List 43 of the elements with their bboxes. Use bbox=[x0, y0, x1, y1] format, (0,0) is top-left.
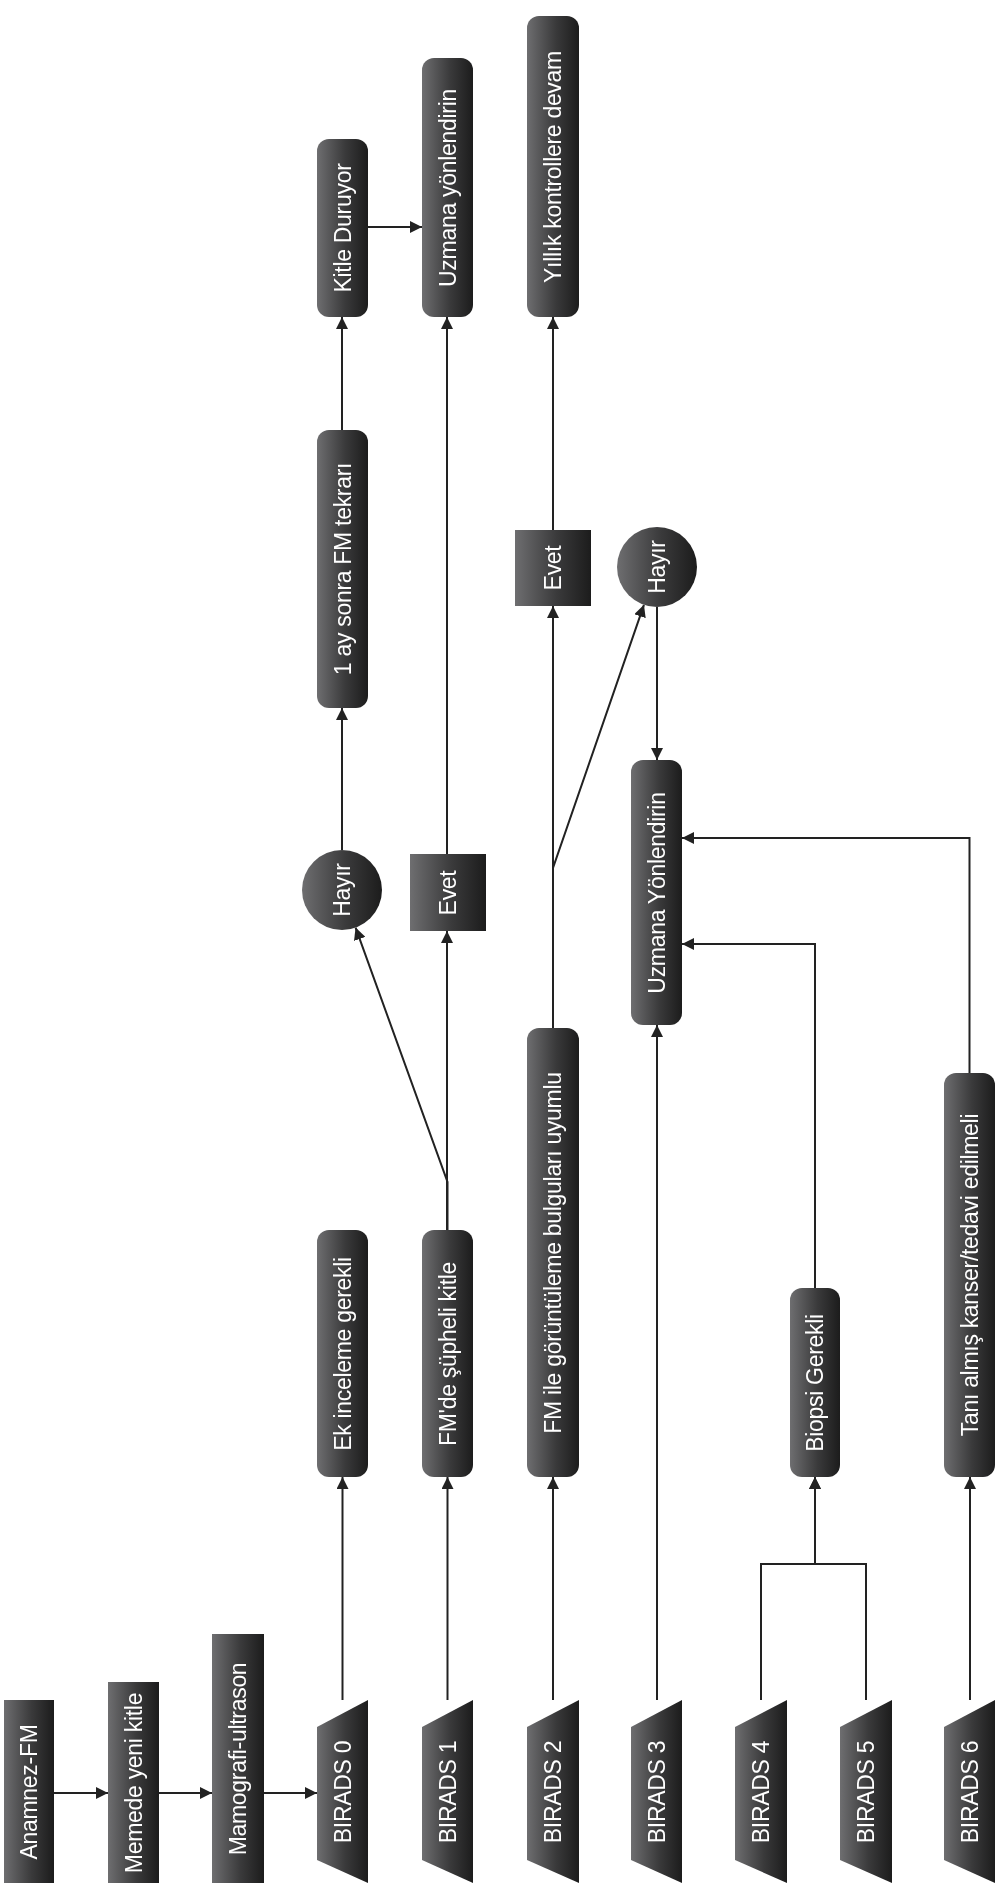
arrow bbox=[158, 1787, 213, 1799]
process-box: Mamografi-ultrason bbox=[212, 1634, 264, 1883]
arrow bbox=[354, 926, 449, 1231]
arrow bbox=[651, 606, 663, 761]
process-box: FM'de şüpheli kitle bbox=[422, 1230, 473, 1477]
process-box: Evet bbox=[515, 530, 591, 606]
arrow bbox=[336, 707, 348, 851]
arrow bbox=[964, 1476, 976, 1701]
arrow bbox=[367, 221, 423, 233]
process-box: Evet bbox=[410, 854, 486, 931]
category-box: BIRADS 2 bbox=[527, 1700, 579, 1883]
process-box: Ek inceleme gerekli bbox=[317, 1230, 368, 1477]
process-box: Uzmana yönlendirin bbox=[422, 58, 473, 317]
process-box: Tanı almış kanser/tedavi edilmeli bbox=[944, 1073, 995, 1477]
process-box: Kitle Duruyor bbox=[317, 139, 368, 317]
category-box: BIRADS 4 bbox=[735, 1700, 787, 1883]
category-box: BIRADS 0 bbox=[317, 1700, 368, 1883]
arrow bbox=[263, 1787, 318, 1799]
process-box: Memede yeni kitle bbox=[108, 1682, 159, 1883]
arrow bbox=[53, 1787, 109, 1799]
category-box: BIRADS 6 bbox=[944, 1700, 995, 1883]
arrow bbox=[547, 1476, 559, 1701]
category-box: BIRADS 5 bbox=[840, 1700, 892, 1883]
process-box: Uzmana Yönlendirin bbox=[631, 760, 682, 1025]
arrow bbox=[547, 316, 559, 531]
arrow bbox=[336, 1476, 349, 1701]
arrow bbox=[681, 832, 971, 1074]
process-box: Biopsi Gerekli bbox=[790, 1288, 840, 1477]
category-box: BIRADS 3 bbox=[631, 1700, 682, 1883]
arrow bbox=[441, 316, 453, 855]
process-box: Yıllık kontrollere devam bbox=[527, 16, 579, 317]
arrow bbox=[681, 938, 816, 1289]
category-box: BIRADS 1 bbox=[422, 1700, 473, 1883]
arrow bbox=[441, 1476, 454, 1701]
process-box: FM ile görüntüleme bulguları uyumlu bbox=[527, 1028, 579, 1477]
arrow bbox=[441, 930, 453, 1231]
process-box: 1 ay sonra FM tekrarı bbox=[317, 430, 368, 708]
process-box: Anamnez-FM bbox=[4, 1700, 54, 1883]
decision-circle: Hayır bbox=[617, 527, 697, 607]
decision-circle: Hayır bbox=[302, 850, 382, 930]
arrow bbox=[336, 316, 348, 431]
arrow bbox=[809, 1476, 867, 1701]
arrow bbox=[651, 1024, 663, 1701]
